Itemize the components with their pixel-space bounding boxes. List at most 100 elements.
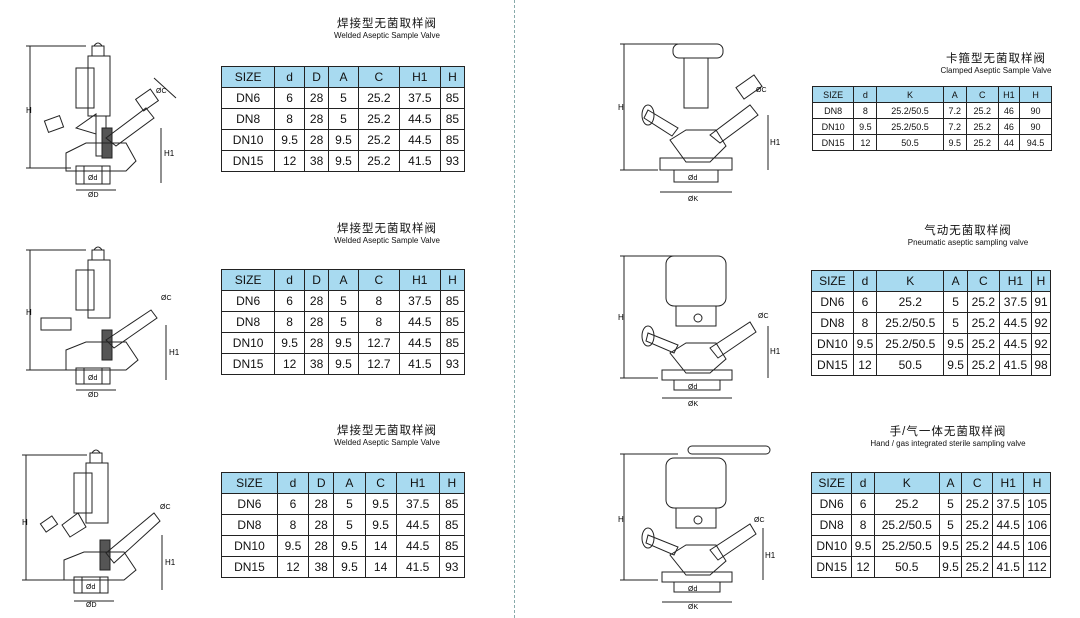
table-cell: 85: [439, 290, 466, 312]
table-cell: 5: [943, 291, 968, 313]
table-cell: 25.2/50.5: [873, 514, 940, 536]
table-cell: 5: [328, 311, 359, 333]
column-header: H: [1023, 472, 1051, 494]
table-cell: 6: [852, 291, 878, 313]
table-cell: 41.5: [398, 353, 441, 375]
dim-label-k: ØK: [688, 401, 698, 408]
table-cell: 25.2: [357, 150, 400, 172]
table-cell: 8: [853, 102, 878, 119]
title-cn: 焊接型无菌取样阀: [337, 425, 437, 437]
table-cell: 28: [304, 311, 330, 333]
clamped-valve-drawing: H H1 ØC Ød ØK: [618, 43, 781, 203]
table-cell: 25.2/50.5: [876, 118, 944, 135]
table-cell: 5: [328, 290, 359, 312]
table-cell: 46: [997, 102, 1021, 119]
table-cell: 5: [943, 312, 968, 334]
table-cell: 28: [308, 514, 335, 536]
column-header: C: [357, 66, 400, 88]
table-cell: DN8: [220, 311, 276, 333]
table-cell: 85: [438, 493, 466, 515]
dim-label-h1: H1: [165, 558, 176, 567]
table-cell: 8: [276, 514, 310, 536]
table-cell: 85: [439, 108, 466, 130]
dim-label-h: H: [26, 308, 32, 317]
table-cell: 9.5: [276, 535, 310, 557]
table-cell: DN10: [810, 535, 853, 557]
welded-valve-drawing-3: H H1 ØC Ød ØD: [22, 449, 176, 609]
table-cell: 25.2: [961, 556, 994, 578]
table-cell: 8: [357, 311, 400, 333]
title-cn: 卡箍型无菌取样阀: [946, 53, 1046, 65]
page-divider: [514, 0, 515, 618]
table-cell: 9.5: [274, 332, 306, 354]
title-cn: 焊接型无菌取样阀: [337, 223, 437, 235]
section-title-1: 焊接型无菌取样阀 Welded Aseptic Sample Valve: [297, 18, 477, 40]
dim-label-c: ØC: [161, 295, 172, 302]
table-cell: DN15: [220, 353, 276, 375]
table-cell: 25.2/50.5: [873, 535, 940, 557]
dim-label-h1: H1: [164, 149, 175, 158]
table-cell: DN15: [811, 134, 855, 151]
column-header: C: [965, 86, 999, 103]
table-cell: 44.5: [992, 514, 1025, 536]
dim-label-h: H: [22, 518, 28, 527]
table-cell: 94.5: [1019, 134, 1052, 151]
table-cell: 41.5: [395, 556, 440, 578]
column-header: H: [438, 472, 466, 494]
table-cell: DN10: [220, 332, 276, 354]
table-cell: 90: [1019, 102, 1052, 119]
column-header: H: [1031, 270, 1051, 292]
table-cell: 93: [438, 556, 466, 578]
table-cell: 12.7: [357, 353, 400, 375]
table-cell: 9.5: [328, 332, 359, 354]
table-cell: 9.5: [328, 353, 359, 375]
table-cell: 25.2/50.5: [876, 312, 945, 334]
table-cell: 8: [274, 108, 306, 130]
table-cell: 7.2: [942, 102, 967, 119]
column-header: K: [876, 86, 944, 103]
table-cell: 25.2: [966, 354, 1000, 376]
dim-label-k: ØK: [688, 604, 698, 610]
column-header: A: [328, 66, 359, 88]
title-en: Hand / gas integrated sterile sampling v…: [870, 439, 1026, 449]
table-cell: 93: [439, 353, 466, 375]
table-cell: 9.5: [328, 129, 359, 151]
dim-label-c: ØC: [754, 517, 765, 524]
table-cell: DN6: [220, 290, 276, 312]
table-cell: 6: [851, 493, 875, 515]
column-header: D: [308, 472, 335, 494]
dim-label-d: Ød: [688, 175, 697, 182]
table-cell: 14: [364, 535, 397, 557]
table-cell: 9.5: [942, 134, 967, 151]
column-header: D: [304, 269, 330, 291]
table-cell: DN6: [221, 493, 278, 515]
table-cell: 38: [308, 556, 335, 578]
table-cell: 50.5: [873, 556, 940, 578]
column-header: K: [873, 472, 940, 494]
table-cell: 14: [364, 556, 397, 578]
table-cell: 25.2: [965, 102, 999, 119]
title-cn: 焊接型无菌取样阀: [337, 18, 437, 30]
table-cell: 5: [938, 514, 963, 536]
column-header: A: [333, 472, 366, 494]
table-cell: 90: [1019, 118, 1052, 135]
table-cell: 25.2/50.5: [876, 333, 945, 355]
column-header: H1: [398, 269, 441, 291]
table-cell: 44.5: [398, 108, 441, 130]
table-cell: 12: [851, 556, 875, 578]
column-header: H: [439, 66, 466, 88]
title-en: Welded Aseptic Sample Valve: [334, 236, 440, 246]
table-cell: 37.5: [395, 493, 440, 515]
table-cell: 9.5: [364, 493, 397, 515]
table-cell: 9.5: [938, 556, 963, 578]
